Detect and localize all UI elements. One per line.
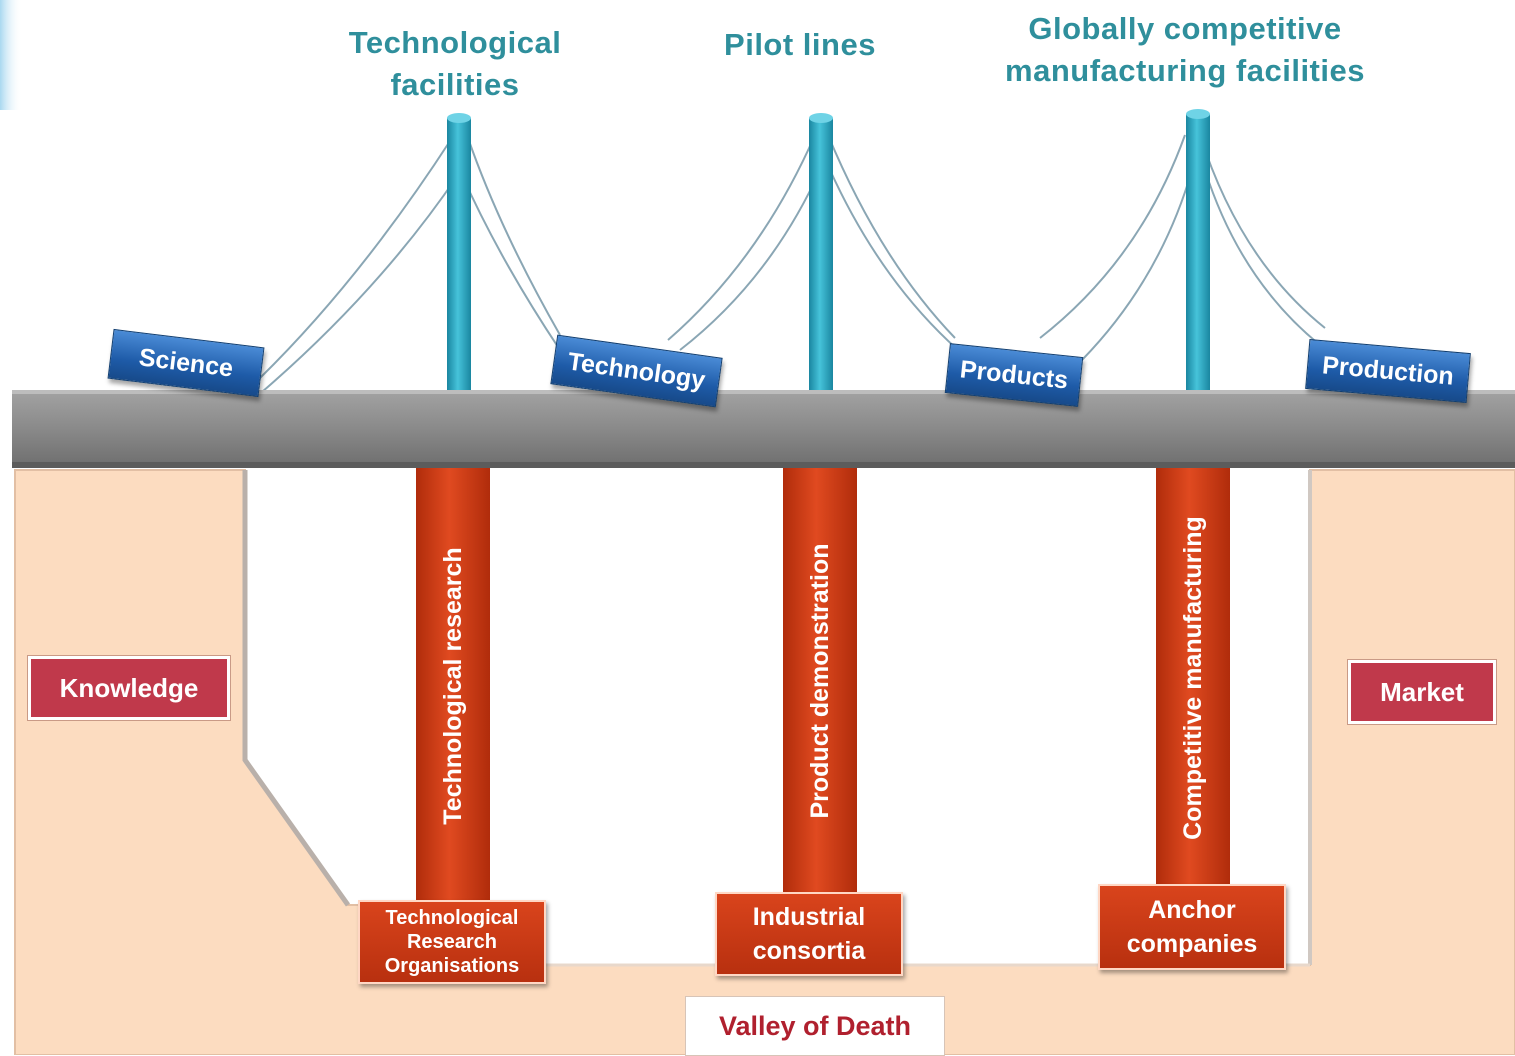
- tower-label-2: Pilot lines: [724, 27, 876, 62]
- tower-3: [1186, 114, 1210, 394]
- left-bank-edge: [242, 470, 351, 907]
- suspension-cables: [259, 134, 1326, 393]
- base-anchor-companies: Anchor companies: [1098, 884, 1286, 970]
- corner-glow: [0, 0, 22, 110]
- tower-label-1: Technological facilities: [348, 25, 562, 102]
- pillar-3: [1156, 468, 1230, 888]
- tower-1-top: [447, 113, 471, 123]
- road-deck-top-edge: [12, 390, 1515, 394]
- tower-2: [809, 118, 833, 394]
- valley-of-death-label: Valley of Death: [685, 996, 945, 1056]
- knowledge-sign: Knowledge: [28, 656, 230, 720]
- tower-1: [447, 118, 471, 394]
- pillar-1: [416, 468, 490, 908]
- road-deck-bottom-edge: [12, 462, 1515, 468]
- base-industrial-consortia: Industrial consortia: [715, 892, 903, 976]
- pillar-label-product-demonstration: Product demonstration: [806, 543, 834, 819]
- tower-3-top: [1186, 109, 1210, 119]
- base-technological-research-organisations: Technological Research Organisations: [358, 900, 546, 984]
- pillar-label-competitive-manufacturing: Competitive manufacturing: [1179, 516, 1207, 840]
- pillar-2: [783, 468, 857, 898]
- tower-label-3: Globally competitive manufacturing facil…: [1005, 11, 1365, 88]
- market-sign: Market: [1348, 660, 1496, 724]
- road-deck: [12, 390, 1515, 466]
- tower-2-top: [809, 113, 833, 123]
- pillar-label-technological-research: Technological research: [439, 547, 467, 825]
